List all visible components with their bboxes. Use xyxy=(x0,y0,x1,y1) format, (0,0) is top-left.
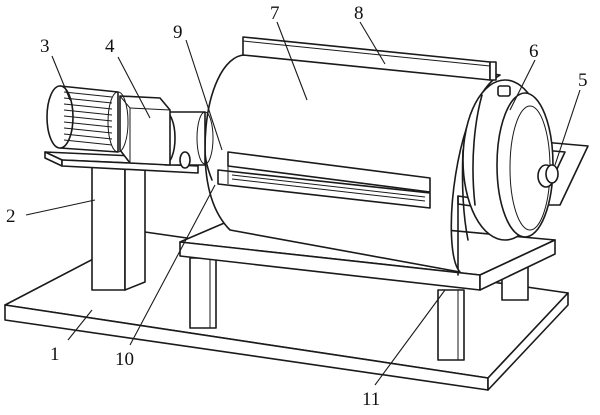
top-rail xyxy=(242,36,497,81)
support-column xyxy=(91,157,146,291)
label-6: 6 xyxy=(529,41,539,62)
shaft-end xyxy=(537,164,559,188)
label-7: 7 xyxy=(270,3,280,24)
drum-end-cap xyxy=(461,79,554,241)
label-4: 4 xyxy=(105,36,115,57)
label-8: 8 xyxy=(354,3,364,24)
motor xyxy=(46,85,129,153)
label-3: 3 xyxy=(40,36,50,57)
reducer xyxy=(119,95,171,166)
label-11: 11 xyxy=(362,389,380,410)
reference-numerals: 1 2 3 4 5 6 7 8 9 10 11 xyxy=(6,3,588,410)
leader-lines xyxy=(25,21,581,386)
label-9: 9 xyxy=(173,22,183,43)
feed-trough xyxy=(217,151,431,209)
label-2: 2 xyxy=(6,206,16,227)
label-5: 5 xyxy=(578,70,588,91)
label-10: 10 xyxy=(115,349,134,370)
label-1: 1 xyxy=(50,344,60,365)
